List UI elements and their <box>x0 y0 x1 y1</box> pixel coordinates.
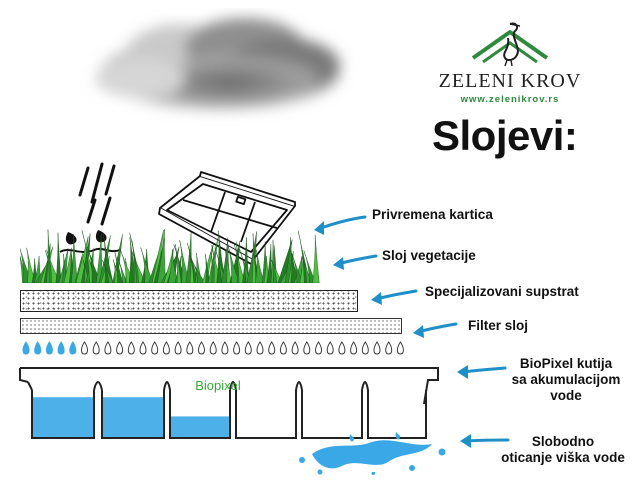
grass-blade <box>157 229 166 283</box>
filter-layer <box>20 318 402 334</box>
grass-blade <box>312 234 320 283</box>
layer-label-biopixel: BioPixel kutija sa akumulacijom vode <box>505 356 627 405</box>
cloud-illustration <box>95 18 340 109</box>
water-drop-icon <box>268 341 276 355</box>
layer-label-filter: Filter sloj <box>468 318 529 333</box>
box-arch <box>163 381 171 391</box>
layer-label-card: Privremena kartica <box>372 207 493 222</box>
page-title: Slojevi: <box>432 112 578 159</box>
water-drop-icon <box>279 341 287 355</box>
box-arch <box>295 381 303 391</box>
grass-blade <box>140 247 154 283</box>
grass-blade <box>175 244 182 283</box>
water-drop-icon <box>326 341 334 355</box>
grass-blade <box>225 249 232 283</box>
water-drop-icon <box>244 341 252 355</box>
water-drop-icon <box>162 341 170 355</box>
grass-blade <box>205 253 210 283</box>
box-cup <box>101 390 165 439</box>
water-drop-icon <box>291 341 299 355</box>
grass-blade <box>191 260 206 283</box>
water-drop-icon <box>361 341 369 355</box>
arrow-icon <box>333 254 378 270</box>
cup-water <box>102 397 164 438</box>
arrow-icon <box>457 365 507 379</box>
arrow-icon <box>371 289 418 305</box>
substrate-layer <box>20 290 358 312</box>
company-logo: ZELENI KROV www.zelenikrov.rs <box>430 18 590 118</box>
rain-icon <box>59 162 121 253</box>
box-cup <box>367 390 427 439</box>
layer-label-biopixel-line3: vode <box>550 388 582 404</box>
water-drop-icon <box>396 341 404 355</box>
grass-blade <box>266 244 273 283</box>
water-drop-icon <box>34 341 42 355</box>
layer-label-drainage-line1: Slobodno <box>531 434 595 449</box>
biopixel-box-illustration: Biopixel <box>19 367 439 439</box>
box-cup <box>31 390 95 439</box>
box-cup <box>301 390 363 439</box>
logo-url: www.zelenikrov.rs <box>460 94 560 105</box>
water-drop-icon <box>104 341 112 355</box>
water-drop-icon <box>256 341 264 355</box>
logo-name: ZELENI KROV <box>438 70 582 92</box>
grass-blade <box>55 232 62 283</box>
box-arch <box>93 381 103 391</box>
box-cup <box>169 390 231 439</box>
grass-blade <box>168 249 178 283</box>
water-drop-icon <box>69 341 77 355</box>
water-drop-icon <box>350 341 358 355</box>
grass-blade <box>71 234 78 283</box>
box-cup <box>235 390 297 439</box>
water-drop-icon <box>315 341 322 355</box>
layer-label-vegetation: Sloj vegetacije <box>382 248 476 263</box>
water-drop-icon <box>373 341 381 355</box>
layer-label-drainage-line2: oticanje viška vode <box>501 450 625 466</box>
layer-label-biopixel-line1: BioPixel kutija <box>519 356 613 371</box>
water-drop-icon <box>57 341 65 355</box>
cup-water <box>32 397 94 438</box>
layer-label-substrate: Specijalizovani supstrat <box>425 284 579 299</box>
water-drop-icon <box>81 341 88 355</box>
heron-house-icon <box>471 22 549 67</box>
water-drop-icon <box>198 341 205 355</box>
water-drop-icon <box>221 341 229 355</box>
water-drop-icon <box>385 341 393 355</box>
water-drop-icon <box>22 341 30 355</box>
arrow-icon <box>413 322 458 338</box>
grass-blade <box>291 253 303 283</box>
water-drop-icon <box>139 341 147 355</box>
water-drops-row <box>22 341 404 355</box>
arrow-icon <box>314 215 367 235</box>
box-arch <box>361 381 369 391</box>
box-logo-text: Biopixel <box>195 378 241 393</box>
water-drop-icon <box>303 341 311 355</box>
water-drop-icon <box>338 341 346 355</box>
grass-blade <box>255 249 265 283</box>
water-drop-icon <box>151 341 159 355</box>
water-drop-icon <box>233 341 241 355</box>
grass-blade <box>114 249 124 283</box>
box-arch <box>229 381 237 391</box>
arrow-icon <box>460 434 510 448</box>
water-drop-icon <box>209 341 217 355</box>
grass-blade <box>117 256 127 283</box>
grass-blade <box>102 233 114 283</box>
water-drop-icon <box>92 341 100 355</box>
grass-blade <box>233 242 246 283</box>
grass-blade <box>101 259 114 283</box>
water-drop-icon <box>174 341 182 355</box>
layer-label-biopixel-line2: sa akumulacijom <box>511 372 621 388</box>
box-rim <box>19 367 439 405</box>
layer-label-drainage: Slobodno oticanje viška vode <box>488 434 638 466</box>
water-drop-icon <box>186 341 194 355</box>
cup-water <box>170 416 230 438</box>
water-drop-icon <box>45 341 53 355</box>
water-drop-icon <box>127 341 135 355</box>
water-drop-icon <box>116 341 124 355</box>
grass-blade <box>227 242 240 283</box>
water-splash-icon <box>299 432 446 475</box>
vegetation-grass <box>20 229 320 283</box>
